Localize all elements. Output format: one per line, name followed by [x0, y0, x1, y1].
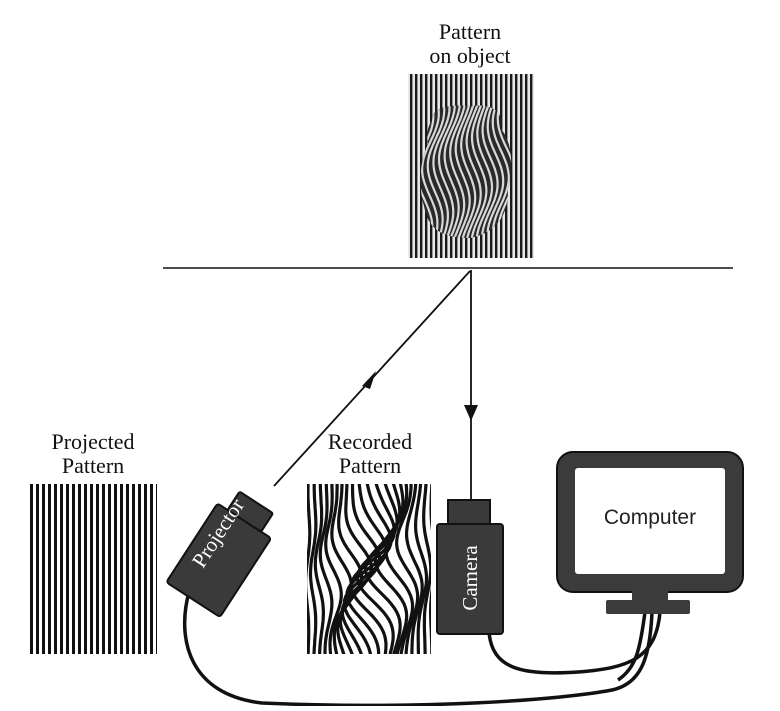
camera-label: Camera — [458, 545, 482, 611]
object-stripe — [454, 105, 471, 238]
recorded-stripe — [428, 484, 431, 654]
recorded-pattern-line1: Recorded — [327, 429, 413, 454]
object-stripe — [465, 105, 482, 238]
recorded-stripe — [405, 484, 424, 654]
object-stripe — [486, 105, 505, 238]
pattern-on-object-line1: Pattern — [438, 19, 502, 44]
recorded-pattern-title: Recorded Pattern — [295, 430, 445, 478]
recorded-stripe — [300, 480, 303, 660]
computer-label: Computer — [603, 506, 697, 529]
recorded-stripe — [384, 484, 415, 654]
pattern-on-object-image — [408, 74, 534, 258]
recorded-stripe — [324, 484, 343, 654]
object-stripe — [480, 105, 499, 238]
cables — [182, 591, 662, 708]
camera-device — [436, 499, 504, 635]
recorded-pattern-line2: Pattern — [338, 453, 402, 478]
object-stripe — [475, 105, 494, 238]
recorded-stripe — [307, 484, 312, 654]
object-stripe — [443, 105, 461, 238]
recorded-stripe — [330, 484, 354, 654]
recorded-stripe — [318, 484, 334, 654]
object-stripe — [420, 105, 440, 238]
object-stripe — [437, 105, 456, 238]
recorded-stripe — [414, 484, 429, 654]
pattern-on-object-line2: on object — [429, 43, 511, 68]
object-stripe — [449, 105, 467, 238]
projected-pattern-image — [29, 484, 157, 654]
recorded-stripe — [363, 484, 402, 654]
recorded-stripe — [373, 484, 409, 654]
recorded-stripe — [355, 484, 399, 654]
recorded-stripe — [422, 484, 431, 654]
projection-ray-arrow — [362, 371, 376, 389]
projector-device — [166, 491, 274, 617]
computer-device — [556, 451, 744, 614]
projected-pattern-title: Projected Pattern — [18, 430, 168, 478]
recorded-stripe — [313, 484, 326, 654]
reflection-ray-arrow — [464, 405, 478, 421]
object-stripe — [432, 105, 451, 238]
object-stripe — [496, 105, 512, 238]
object-stripe — [420, 105, 435, 238]
object-stripe — [426, 105, 446, 238]
camera-icon — [436, 523, 504, 635]
recorded-pattern-image — [300, 480, 431, 660]
pattern-on-object-title: Pattern on object — [395, 20, 545, 68]
recorded-stripe — [308, 484, 318, 654]
recorded-stripe — [342, 484, 388, 654]
projected-pattern-line2: Pattern — [61, 453, 125, 478]
object-stripe — [460, 105, 477, 238]
projected-pattern-line1: Projected — [51, 429, 135, 454]
object-stripe — [470, 105, 488, 238]
object-stripe — [491, 105, 510, 238]
recorded-stripe — [394, 484, 420, 654]
